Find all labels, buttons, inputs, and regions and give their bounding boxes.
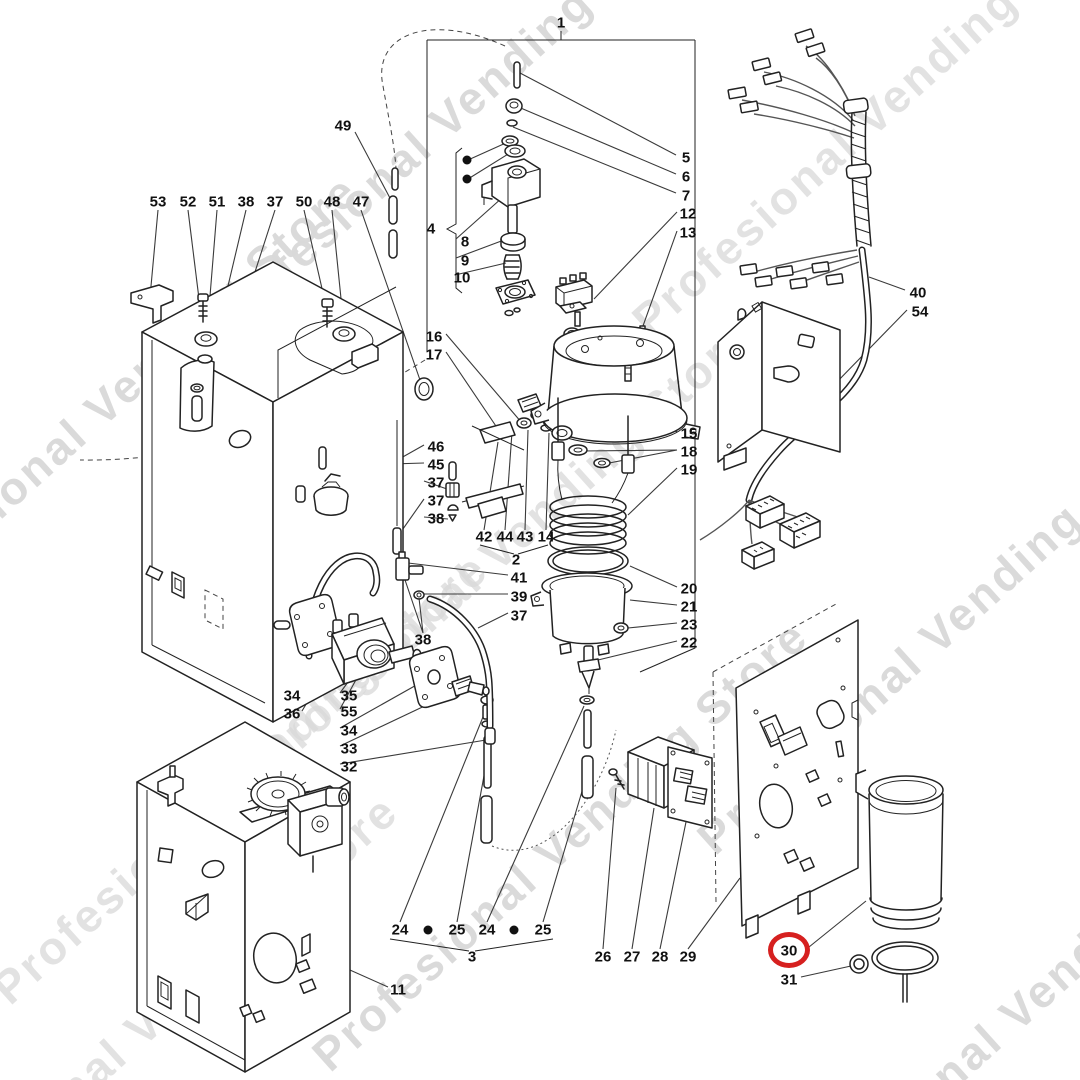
- callout-label-15: 15: [680, 425, 698, 443]
- transformer-assembly: [608, 736, 713, 829]
- callout-label-27: 27: [623, 948, 641, 966]
- callout-label-5: 5: [681, 149, 691, 167]
- callout-label-6: 6: [681, 168, 691, 186]
- callout-label-35: 35: [340, 687, 358, 705]
- callout-label-17: 17: [425, 346, 443, 364]
- callout-label-11: 11: [390, 981, 406, 999]
- filter-canister: [855, 769, 944, 930]
- callout-label-19: 19: [680, 461, 698, 479]
- callout-label-50: 50: [295, 193, 313, 211]
- callout-label-30: 30: [780, 942, 798, 960]
- callout-label-26: 26: [594, 948, 612, 966]
- callout-label-23: 23: [680, 616, 698, 634]
- callout-label-24: 24: [391, 921, 409, 939]
- callout-label-7: 7: [681, 187, 691, 205]
- callout-label-55: 55: [340, 703, 358, 721]
- callout-label-38: 38: [427, 510, 445, 528]
- callout-label-12: 12: [679, 205, 697, 223]
- callout-label-37: 37: [427, 492, 445, 510]
- callout-label-32: 32: [340, 758, 358, 776]
- callout-label-29: 29: [679, 948, 697, 966]
- microswitch: [555, 272, 635, 382]
- callout-label-13: 13: [679, 224, 697, 242]
- callout-label-34: 34: [340, 722, 358, 740]
- callout-label-25: 25: [534, 921, 552, 939]
- reference-dot: [462, 155, 472, 165]
- reference-dot: [423, 925, 433, 935]
- callout-label-45: 45: [427, 456, 445, 474]
- pump-assembly: [273, 552, 496, 745]
- solenoid-valve-assembly: [481, 61, 541, 317]
- callout-label-18: 18: [680, 443, 698, 461]
- callout-label-25: 25: [448, 921, 466, 939]
- lower-cabinet: [136, 721, 351, 1073]
- callout-label-47: 47: [352, 193, 370, 211]
- callout-label-2: 2: [511, 551, 521, 569]
- callout-label-51: 51: [208, 193, 226, 211]
- callout-label-41: 41: [510, 569, 528, 587]
- callout-label-39: 39: [510, 588, 528, 606]
- callout-label-9: 9: [460, 252, 470, 270]
- highlight-circle: [768, 932, 810, 968]
- callout-label-44: 44: [496, 528, 514, 546]
- callout-label-46: 46: [427, 438, 445, 456]
- callout-frame: [389, 31, 696, 952]
- callout-label-21: 21: [680, 598, 698, 616]
- callout-label-37: 37: [266, 193, 284, 211]
- canister-handle-ring: [849, 941, 939, 1003]
- callout-label-16: 16: [425, 328, 443, 346]
- callout-label-38: 38: [237, 193, 255, 211]
- callout-label-33: 33: [340, 740, 358, 758]
- callout-label-40: 40: [909, 284, 927, 302]
- callout-label-49: 49: [334, 117, 352, 135]
- callout-label-31: 31: [780, 971, 798, 989]
- callout-label-52: 52: [179, 193, 197, 211]
- mounting-bracket: [717, 301, 841, 471]
- callout-label-42: 42: [475, 528, 493, 546]
- boiler-assembly: [480, 311, 701, 844]
- reference-dot: [462, 174, 472, 184]
- callout-label-8: 8: [460, 233, 470, 251]
- callout-label-54: 54: [911, 303, 929, 321]
- callout-label-1: 1: [556, 14, 566, 32]
- callout-label-24: 24: [478, 921, 496, 939]
- callout-label-37: 37: [427, 474, 445, 492]
- callout-label-34: 34: [283, 687, 301, 705]
- callout-label-53: 53: [149, 193, 167, 211]
- callout-label-4: 4: [426, 220, 436, 238]
- callout-label-48: 48: [323, 193, 341, 211]
- callout-label-3: 3: [467, 948, 477, 966]
- callout-label-28: 28: [651, 948, 669, 966]
- callout-label-37: 37: [510, 607, 528, 625]
- callout-label-43: 43: [516, 528, 534, 546]
- callout-label-22: 22: [680, 634, 698, 652]
- reference-dot: [509, 925, 519, 935]
- callout-label-10: 10: [453, 269, 471, 287]
- callout-label-38: 38: [414, 631, 432, 649]
- callout-label-36: 36: [283, 705, 301, 723]
- rear-panel: [735, 619, 859, 939]
- callout-label-14: 14: [537, 528, 555, 546]
- callout-label-20: 20: [680, 580, 698, 598]
